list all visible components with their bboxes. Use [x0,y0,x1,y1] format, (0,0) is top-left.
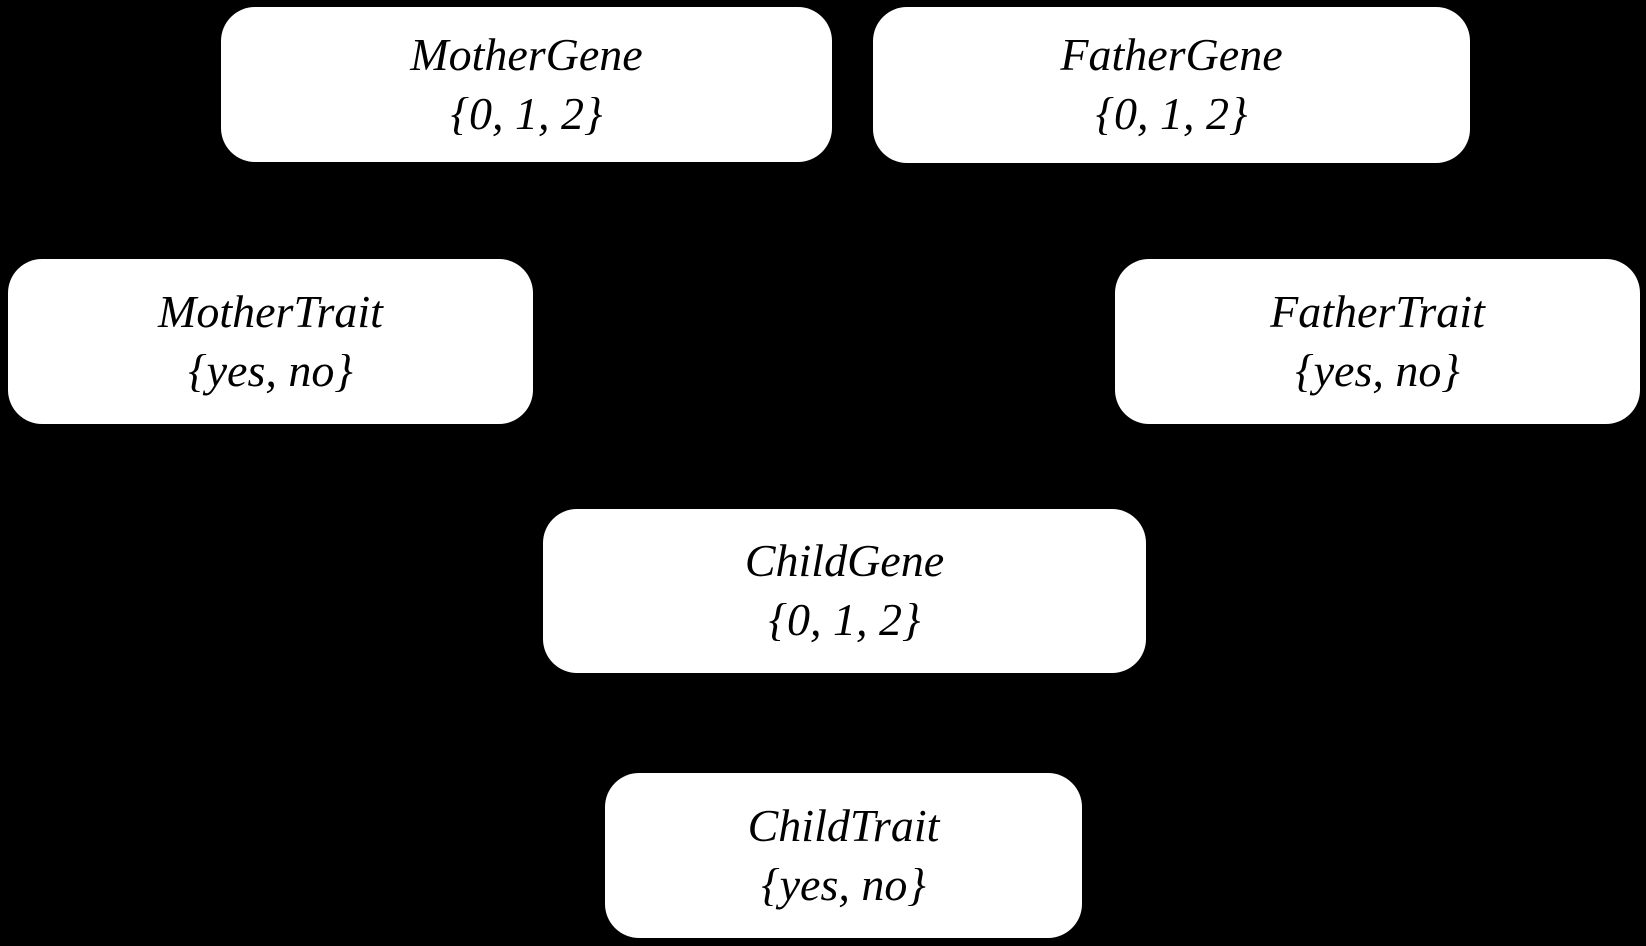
node-child-trait-label: ChildTrait [747,799,940,851]
node-mother-trait-domain: {yes, no} [188,344,353,396]
node-child-trait-domain: {yes, no} [761,858,926,910]
node-mother-gene-label: MotherGene [410,28,643,80]
node-father-trait[interactable]: FatherTrait {yes, no} [1115,259,1640,424]
node-child-gene-label: ChildGene [744,535,945,587]
node-mother-trait-label: MotherTrait [158,285,383,337]
node-father-gene[interactable]: FatherGene {0, 1, 2} [873,7,1470,163]
node-child-gene[interactable]: ChildGene {0, 1, 2} [543,509,1146,673]
node-father-trait-label: FatherTrait [1270,285,1485,337]
node-father-gene-domain: {0, 1, 2} [1095,88,1248,139]
node-child-trait[interactable]: ChildTrait {yes, no} [605,773,1082,938]
node-mother-trait[interactable]: MotherTrait {yes, no} [8,259,533,424]
node-mother-gene[interactable]: MotherGene {0, 1, 2} [221,7,832,162]
node-father-trait-domain: {yes, no} [1295,344,1460,396]
node-mother-gene-domain: {0, 1, 2} [450,87,603,139]
node-father-gene-label: FatherGene [1060,29,1283,81]
node-child-gene-domain: {0, 1, 2} [768,594,921,645]
